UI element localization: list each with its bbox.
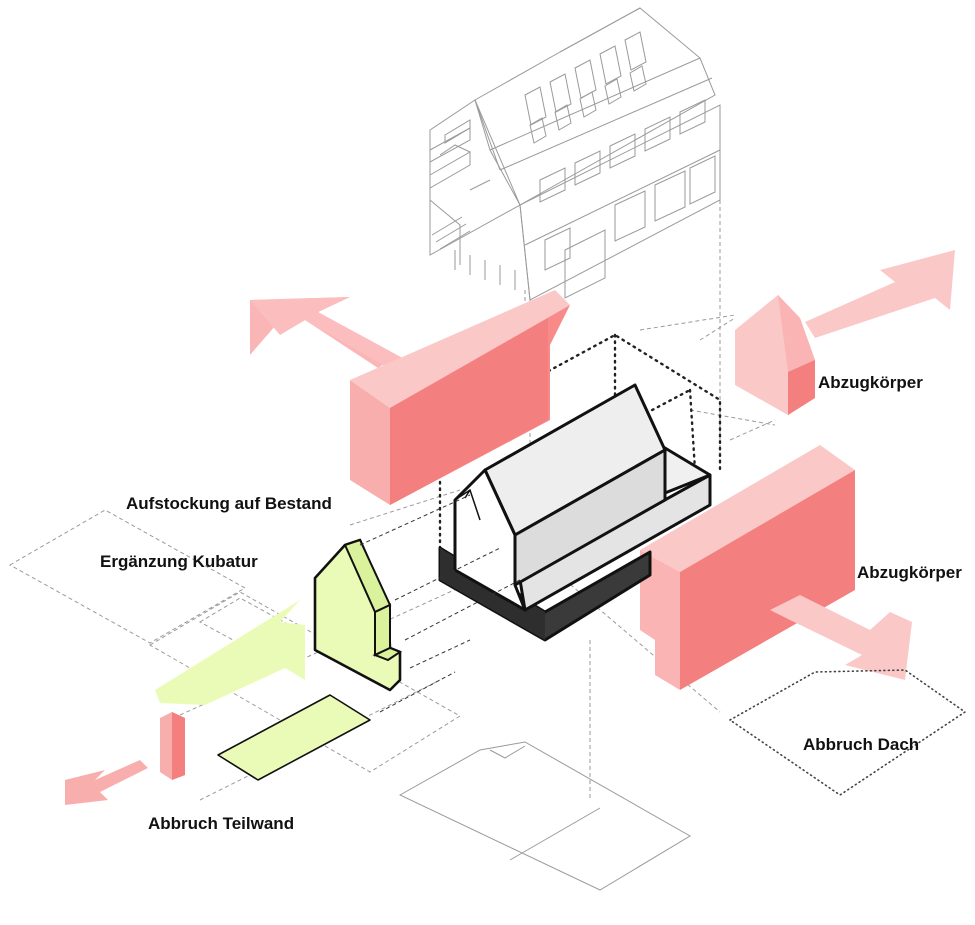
- label-abbruch-dach: Abbruch Dach: [803, 735, 920, 754]
- existing-building-wireframe: [429, 7, 721, 301]
- label-abbruch-teilwand: Abbruch Teilwand: [148, 814, 295, 833]
- addition-volumes: [155, 538, 403, 781]
- label-abzug-mid: Abzugkörper: [857, 563, 962, 582]
- demolition-block-left: [250, 290, 570, 505]
- roof-demolition-outline: [728, 669, 967, 796]
- label-aufstockung: Aufstockung auf Bestand: [126, 494, 332, 513]
- label-ergaenzung: Ergänzung Kubatur: [100, 552, 258, 571]
- demolition-block-right: [640, 445, 912, 690]
- existing-volume: [438, 383, 712, 642]
- demolition-block-top-right: [735, 250, 955, 415]
- wall-demolition: [65, 712, 185, 805]
- label-abzug-top: Abzugkörper: [818, 373, 923, 392]
- movement-arrows: [359, 317, 776, 713]
